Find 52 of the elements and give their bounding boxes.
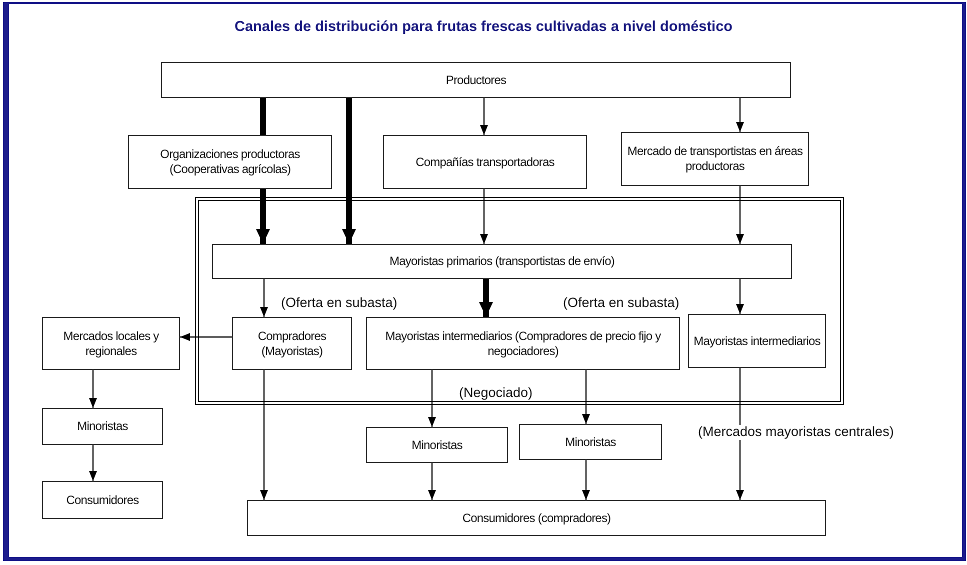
process-box <box>128 135 332 189</box>
node-label: Consumidores <box>66 492 139 508</box>
node-label: Compradores (Mayoristas) <box>256 328 328 358</box>
process-box <box>161 62 791 98</box>
process-box <box>232 317 352 370</box>
edge-label: (Mercados mayoristas centrales) <box>697 425 895 440</box>
process-box <box>688 314 826 368</box>
thick-arrow <box>256 189 270 244</box>
node-label: Mercado de transportistas en áreas productoras <box>626 144 804 174</box>
arrow <box>582 370 590 424</box>
edge-label: (Oferta en subasta) <box>280 296 398 311</box>
node-label: Productores <box>446 72 506 88</box>
group-frame <box>195 197 844 405</box>
arrow <box>736 186 744 244</box>
diagram-title: Canales de distribución para frutas frescas cultivadas a nivel doméstico <box>233 19 734 35</box>
node-label: Consumidores (compradores) <box>462 510 611 526</box>
node-label: Organizaciones productoras (Cooperativas agrícolas) <box>159 147 301 177</box>
arrow <box>736 279 744 314</box>
arrow <box>89 445 97 481</box>
node-label: Mayoristas intermediarios <box>694 334 820 348</box>
arrow <box>736 98 744 132</box>
process-box <box>519 424 662 460</box>
process-box <box>247 500 826 536</box>
thick-arrow <box>342 98 356 244</box>
thick-arrow <box>479 279 493 317</box>
arrow <box>428 463 436 500</box>
node-label: Minoristas <box>565 434 616 450</box>
arrow <box>89 370 97 408</box>
note-label: (Negociado) <box>458 386 534 401</box>
process-box <box>366 427 508 463</box>
arrow <box>260 370 268 500</box>
arrow <box>260 279 268 317</box>
arrow <box>582 460 590 500</box>
process-box <box>42 317 180 370</box>
node-label: Mayoristas intermediarios (Compradores de precio fijo y negociadores) <box>384 328 662 358</box>
arrow <box>180 333 232 341</box>
node-label: Mercados locales y regionales <box>62 328 160 358</box>
node-label: Minoristas <box>412 438 462 452</box>
node-label: Mayoristas primarios (transportistas de envío) <box>389 254 615 269</box>
process-box <box>212 244 792 279</box>
process-box <box>42 481 163 519</box>
arrow <box>428 370 436 427</box>
process-box <box>42 408 163 445</box>
arrow <box>480 98 488 135</box>
node-label: Minoristas <box>77 419 128 434</box>
process-box <box>621 132 809 186</box>
node-label: Compañías transportadoras <box>416 154 554 170</box>
edge-label: (Oferta en subasta) <box>562 296 680 311</box>
arrow <box>480 189 488 244</box>
process-box <box>383 135 587 189</box>
process-box <box>366 317 680 370</box>
arrow <box>736 368 744 500</box>
